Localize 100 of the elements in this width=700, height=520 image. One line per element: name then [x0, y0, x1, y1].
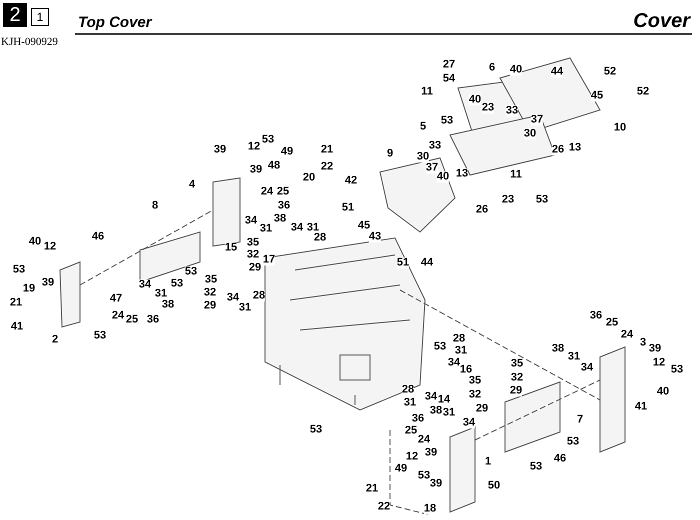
callout-number: 53: [536, 194, 548, 206]
callout-number: 42: [344, 176, 358, 186]
callout-number: 9: [386, 148, 394, 160]
callout-number: 22: [378, 502, 390, 512]
callout-number: 38: [162, 300, 174, 310]
callout-number: 39: [430, 478, 442, 490]
callout-number: 37: [426, 162, 438, 174]
callout-number: 11: [510, 170, 522, 180]
callout-number: 37: [530, 114, 544, 126]
callout-number: 1: [484, 456, 492, 468]
callout-number: 24: [620, 330, 634, 340]
page-number: 2: [3, 3, 27, 27]
callout-number: 6: [488, 62, 496, 74]
callout-number: 34: [424, 392, 438, 402]
callout-number: 23: [502, 194, 514, 206]
callout-number: 53: [94, 330, 106, 342]
callout-number: 22: [320, 162, 334, 172]
callout-number: 53: [184, 266, 198, 278]
callout-number: 36: [412, 414, 424, 424]
callout-number: 39: [250, 164, 262, 176]
callout-number: 34: [448, 358, 460, 368]
callout-number: 21: [320, 144, 334, 156]
callout-number: 53: [170, 278, 184, 290]
callout-number: 21: [10, 298, 22, 308]
callout-number: 7: [576, 414, 584, 426]
callout-number: 53: [262, 134, 274, 146]
callout-number: 53: [670, 364, 684, 376]
callout-number: 31: [568, 352, 580, 362]
document-code: KJH-090929: [1, 35, 58, 50]
callout-number: 53: [530, 462, 542, 472]
callout-number: 35: [510, 358, 524, 370]
callout-number: 19: [22, 284, 36, 294]
callout-number: 35: [204, 274, 218, 286]
callout-number: 45: [590, 90, 604, 102]
callout-number: 33: [428, 140, 442, 152]
callout-number: 46: [92, 232, 104, 242]
callout-number: 14: [438, 394, 450, 406]
callout-number: 24: [260, 186, 274, 198]
callout-number: 25: [126, 314, 138, 326]
callout-number: 36: [146, 314, 160, 326]
callout-number: 13: [568, 142, 582, 154]
callout-number: 28: [252, 290, 266, 302]
callout-number: 40: [656, 386, 670, 398]
callout-number: 41: [10, 322, 24, 332]
callout-number: 21: [366, 484, 378, 494]
callout-number: 39: [214, 144, 226, 156]
callout-number: 53: [440, 116, 454, 126]
callout-number: 24: [112, 310, 124, 322]
callout-number: 38: [552, 344, 564, 354]
callout-number: 53: [418, 470, 430, 482]
callout-number: 45: [358, 220, 370, 232]
callout-number: 20: [302, 172, 316, 184]
callout-number: 53: [566, 436, 580, 448]
callout-number: 30: [524, 128, 536, 140]
callout-number: 51: [396, 258, 410, 268]
callout-number: 49: [280, 146, 294, 158]
callout-number: 40: [436, 172, 450, 182]
callout-number: 13: [456, 168, 468, 180]
callout-number: 31: [154, 288, 168, 300]
callout-number: 25: [276, 186, 290, 198]
callout-number: 52: [604, 66, 616, 78]
callout-number: 32: [468, 390, 482, 400]
callout-number: 39: [42, 278, 54, 288]
callout-number: 29: [204, 300, 216, 312]
callout-number: 40: [28, 236, 42, 248]
callout-number: 31: [442, 408, 456, 418]
callout-number: 2: [52, 334, 58, 346]
callout-number: 43: [368, 232, 382, 242]
callout-number: 41: [634, 402, 648, 412]
callout-number: 29: [510, 386, 522, 396]
callout-number: 12: [406, 452, 418, 462]
callout-number: 12: [652, 358, 666, 368]
callout-number: 25: [606, 318, 618, 328]
callout-number: 39: [424, 448, 438, 458]
callout-number: 39: [648, 344, 662, 354]
callout-number: 53: [310, 424, 322, 436]
callout-number: 16: [460, 364, 472, 376]
callout-number: 5: [420, 122, 426, 132]
callout-number: 34: [580, 362, 594, 374]
callout-number: 34: [138, 280, 152, 290]
callout-number: 53: [434, 342, 446, 352]
callout-number: 15: [224, 242, 238, 254]
callout-number: 34: [290, 222, 304, 234]
callout-number: 47: [110, 294, 122, 304]
callout-number: 18: [424, 504, 436, 514]
callout-number: 11: [421, 86, 433, 98]
callout-number: 36: [590, 310, 602, 322]
callout-number: 52: [636, 86, 650, 98]
section-title: Cover: [633, 9, 690, 34]
callout-number: 49: [394, 464, 408, 474]
callout-number: 31: [306, 222, 320, 234]
callout-number: 46: [554, 454, 566, 464]
callout-number: 35: [468, 376, 482, 386]
callout-number: 31: [404, 398, 416, 408]
callout-number: 12: [44, 242, 56, 252]
callout-number: 4: [188, 180, 196, 190]
callout-number: 34: [226, 292, 240, 304]
callout-number: 27: [442, 60, 456, 70]
callout-number: 34: [244, 216, 258, 226]
callout-number: 8: [152, 200, 158, 212]
